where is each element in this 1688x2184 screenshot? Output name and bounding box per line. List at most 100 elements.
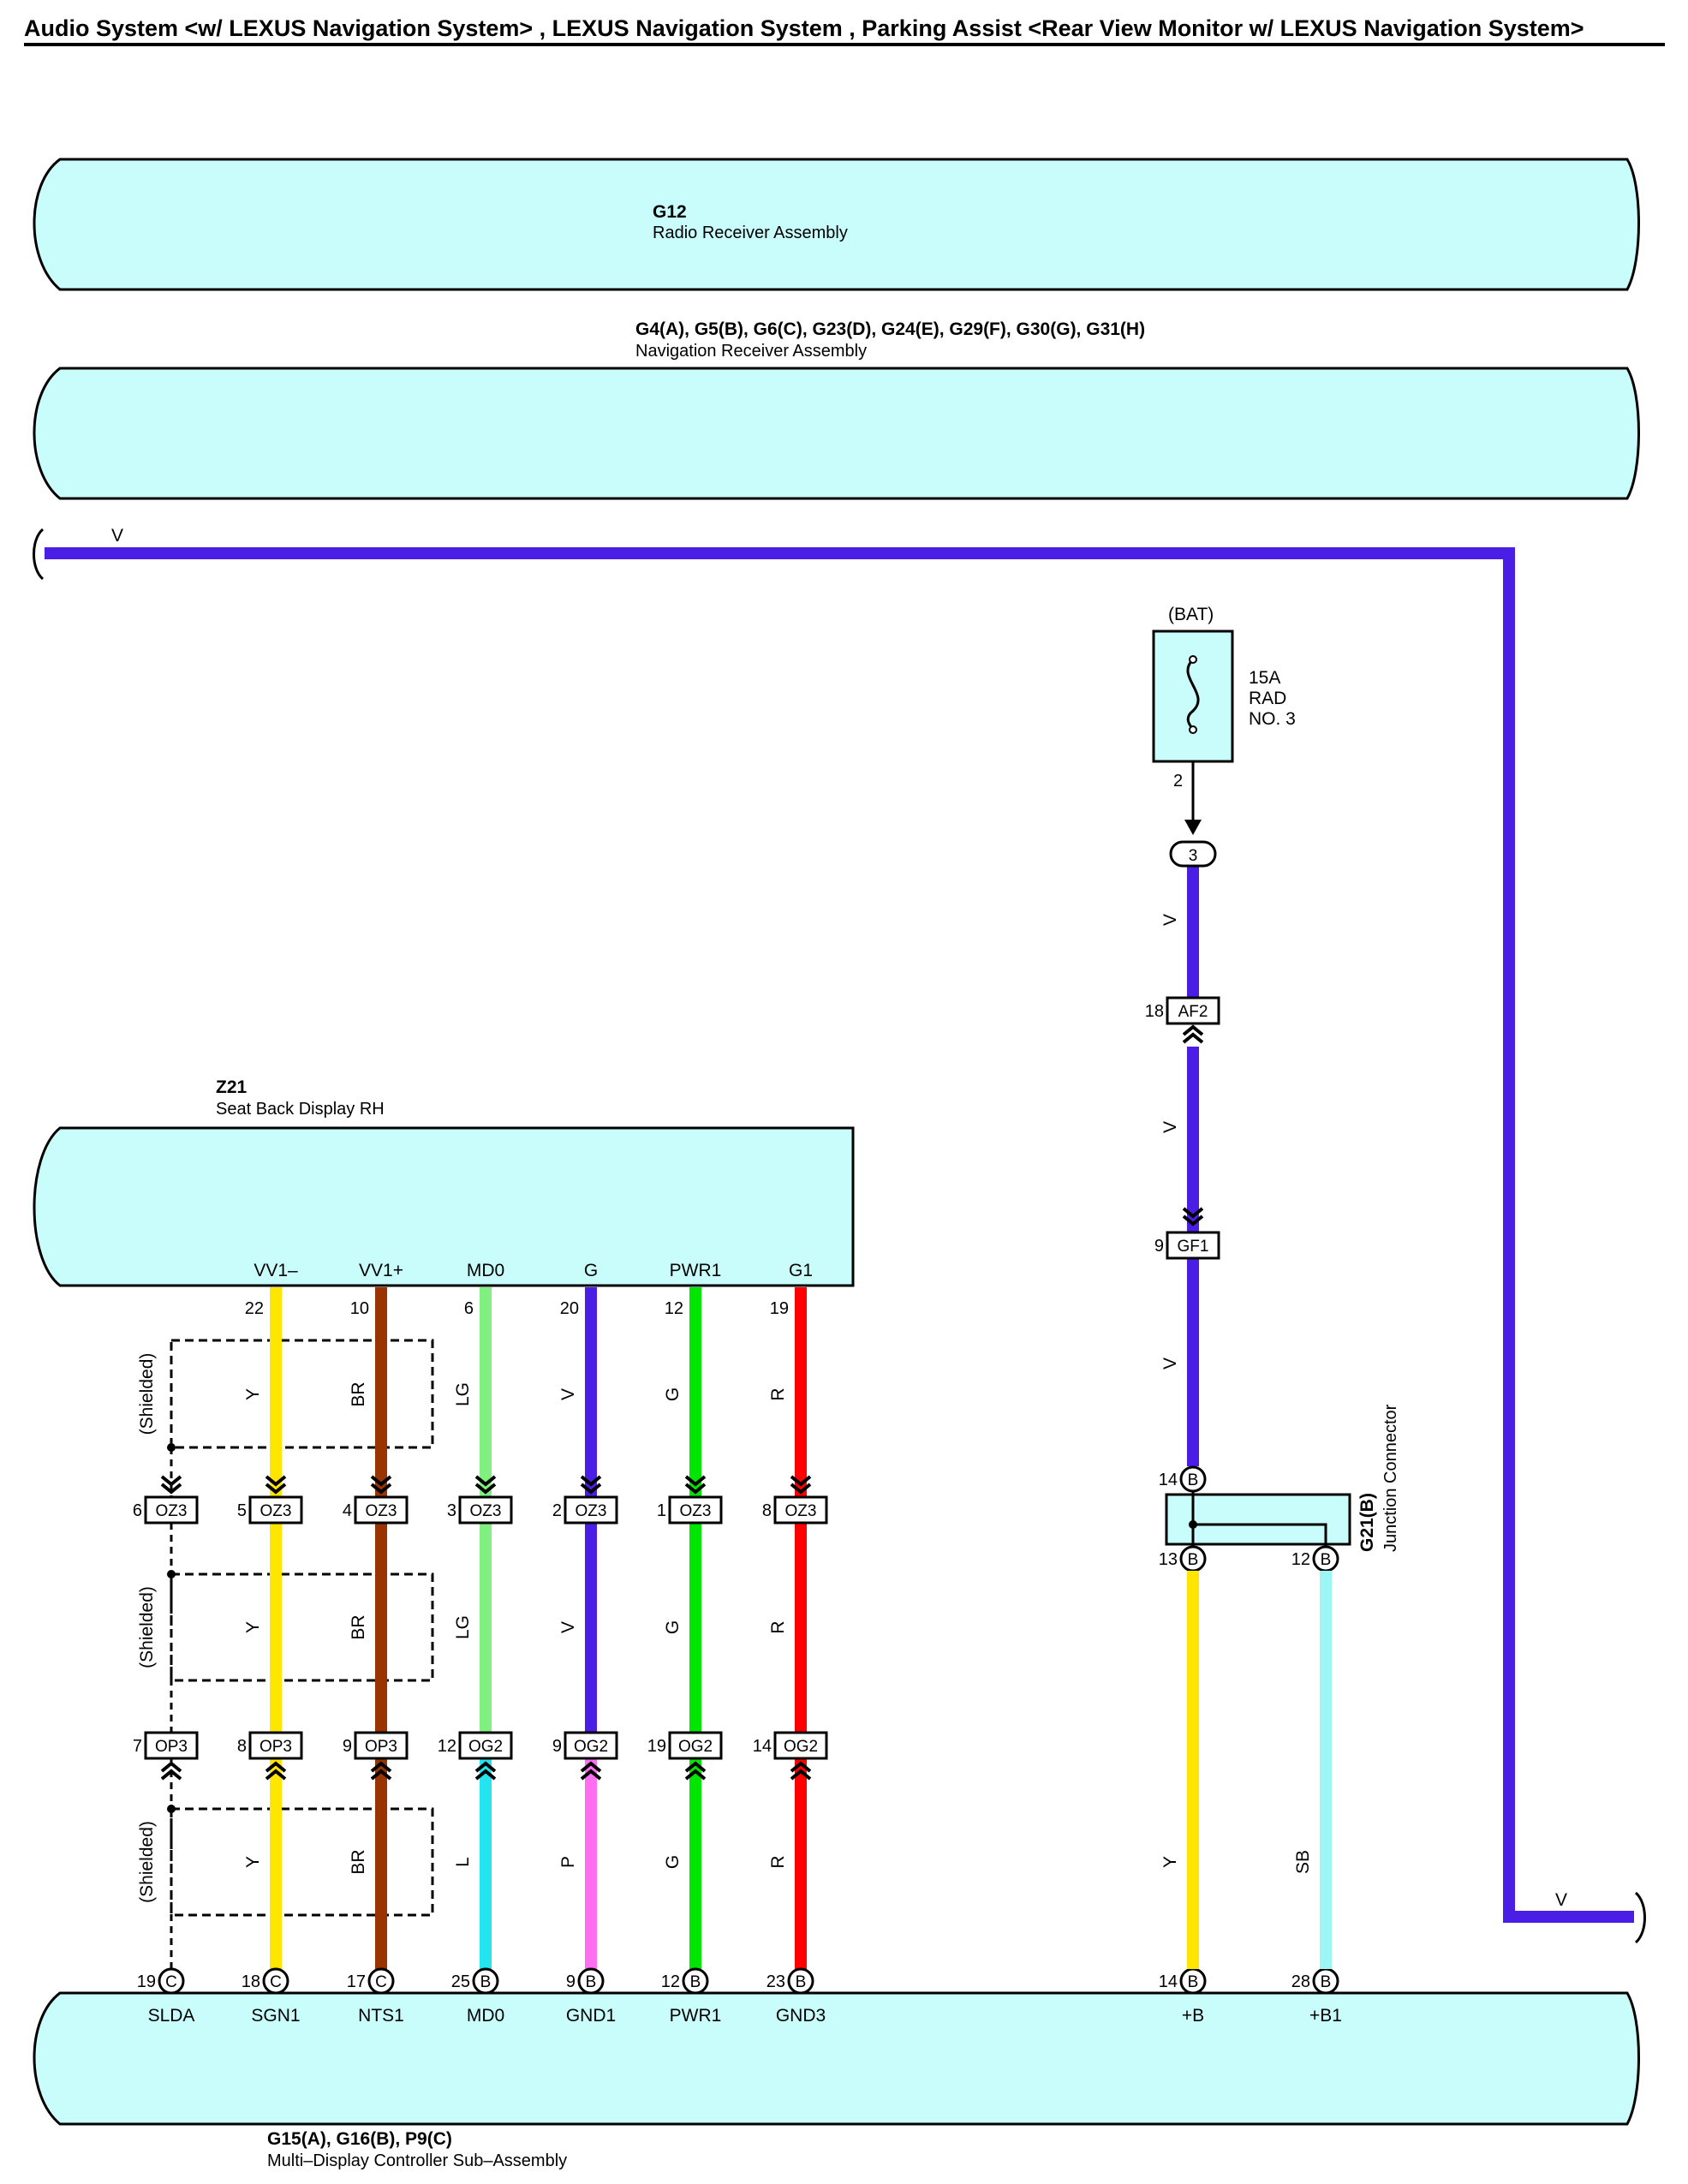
- mdc-terminal-1-pin: 18: [242, 1972, 260, 1991]
- nav-ref: G4(A), G5(B), G6(C), G23(D), G24(E), G29…: [635, 319, 1145, 339]
- oz3-arrow-3: [474, 1475, 497, 1495]
- mid-3-pin: 12: [438, 1737, 456, 1756]
- wire-color-1-4: V: [558, 1388, 578, 1400]
- jc-node: [1189, 1520, 1197, 1529]
- fuse-rating: 15A: [1249, 668, 1280, 688]
- g12-ref: G12: [653, 202, 687, 222]
- wire-break-right: [1634, 1891, 1646, 1944]
- diagram-title: Audio System <w/ LEXUS Navigation System…: [24, 15, 1584, 41]
- z21-terminal-pin-1: 22: [245, 1299, 264, 1318]
- mid-2-conn: OP3: [365, 1738, 397, 1756]
- jc-out1-conn: B: [1188, 1551, 1199, 1569]
- shield-box-2: [170, 1572, 434, 1682]
- mid-6-conn: OG2: [784, 1738, 818, 1756]
- shield-label-3: (Shielded): [137, 1821, 157, 1903]
- oz3-3-pin: 3: [447, 1501, 456, 1520]
- mid-0-pin: 7: [133, 1737, 142, 1756]
- wire-color-3-2: BR: [349, 1849, 368, 1874]
- wire-break-left: [33, 528, 45, 581]
- oz3-0-conn: OZ3: [156, 1502, 188, 1520]
- mdc-terminal-4-circle: [577, 1967, 605, 1995]
- splice-3: [1169, 840, 1217, 868]
- oz3-2-conn: OZ3: [366, 1502, 397, 1520]
- fuse-terminal-bottom: [1189, 725, 1197, 734]
- oz3-0-box: [144, 1495, 199, 1525]
- mdc-ref: G15(A), G16(B), P9(C): [267, 2129, 452, 2149]
- mdc-terminal-5-conn: B: [690, 1973, 701, 1991]
- mdc-terminal-3-conn: B: [480, 1973, 492, 1991]
- z21-name: Seat Back Display RH: [216, 1100, 385, 1119]
- wire-color-2-4: V: [558, 1621, 578, 1633]
- oz3-arrow-1: [265, 1475, 287, 1495]
- oz3-1-conn: OZ3: [260, 1502, 292, 1520]
- nav-name: Navigation Receiver Assembly: [635, 342, 867, 361]
- mdc-terminal-name-7: +B: [1182, 2006, 1204, 2026]
- mid-0-box: [144, 1731, 199, 1760]
- power-color-y: Y: [1160, 1856, 1180, 1868]
- wire-color-3-3: L: [453, 1857, 473, 1867]
- mdc-terminal-6-circle: [787, 1967, 814, 1995]
- mdc-terminal-0-circle: [158, 1967, 185, 1995]
- wire-color-2-1: Y: [243, 1621, 263, 1633]
- fuse-terminal-top: [1189, 655, 1197, 664]
- oz3-2-pin: 4: [343, 1501, 352, 1520]
- mid-4-pin: 9: [552, 1737, 562, 1756]
- oz3-4-box: [564, 1495, 618, 1525]
- mdc-terminal-2-conn: C: [375, 1973, 387, 1991]
- oz3-4-conn: OZ3: [576, 1502, 607, 1520]
- wire-color-2-2: BR: [349, 1614, 368, 1639]
- v-loop-label-top: V: [111, 526, 123, 546]
- oz3-5-box: [668, 1495, 723, 1525]
- gf1-box: [1166, 1231, 1220, 1260]
- mid-5-conn: OG2: [678, 1738, 713, 1756]
- mdc-terminal-4-pin: 9: [566, 1972, 576, 1991]
- mdc-terminal-name-0: SLDA: [148, 2006, 195, 2026]
- mdc-terminal-name-5: PWR1: [670, 2006, 722, 2026]
- mdc-terminal-name-6: GND3: [776, 2006, 826, 2026]
- mdc-terminal-2-circle: [367, 1967, 395, 1995]
- wire-color-2-5: G: [663, 1620, 683, 1634]
- wire-color-3-6: R: [768, 1855, 788, 1868]
- mdc-terminal-name-8: +B1: [1309, 2006, 1342, 2026]
- af2-pin: 18: [1145, 1002, 1164, 1021]
- oz3-2-box: [354, 1495, 409, 1525]
- shield-box-1: [170, 1339, 434, 1449]
- jc-out2-conn: B: [1321, 1551, 1332, 1569]
- mdc-terminal-0-pin: 19: [137, 1972, 156, 1991]
- mid-6-box: [773, 1731, 828, 1760]
- mid-5-box: [668, 1731, 723, 1760]
- z21-terminal-name-2: VV1+: [359, 1261, 403, 1280]
- mid-1-box: [248, 1731, 303, 1760]
- wire-color-1-1: Y: [243, 1388, 263, 1400]
- shield-junction-3: [167, 1805, 176, 1813]
- z21-ref: Z21: [216, 1077, 248, 1097]
- mid-3-box: [458, 1731, 513, 1760]
- mdc-terminal-3-circle: [472, 1967, 499, 1995]
- fuse-arrow: [1184, 820, 1202, 835]
- oz3-arrow-0: [160, 1475, 182, 1495]
- power-color-3: V: [1160, 1358, 1180, 1369]
- mdc-terminal-7-pin: 14: [1159, 1972, 1178, 1991]
- jc-out1-pin: 13: [1159, 1550, 1178, 1569]
- jc-box: [1165, 1493, 1351, 1546]
- mdc-terminal-3-pin: 25: [451, 1972, 470, 1991]
- oz3-arrow-4: [580, 1475, 602, 1495]
- jc-in-pin: 14: [1159, 1471, 1178, 1489]
- mid-4-box: [564, 1731, 618, 1760]
- mdc-terminal-name-2: NTS1: [358, 2006, 404, 2026]
- mdc-terminal-5-pin: 12: [661, 1972, 680, 1991]
- z21-terminal-name-4: G: [584, 1261, 598, 1280]
- oz3-arrow-2: [370, 1475, 392, 1495]
- fuse-name-1: RAD: [1249, 689, 1286, 708]
- power-color-sb: SB: [1293, 1850, 1313, 1874]
- z21-terminal-pin-5: 12: [665, 1299, 683, 1318]
- z21-terminal-pin-4: 20: [560, 1299, 579, 1318]
- oz3-6-conn: OZ3: [785, 1502, 817, 1520]
- mdc-terminal-7-conn: B: [1188, 1973, 1199, 1991]
- mdc-terminal-6-pin: 23: [766, 1972, 785, 1991]
- oz3-1-box: [248, 1495, 303, 1525]
- gf1-pin: 9: [1154, 1237, 1164, 1256]
- mid-1-pin: 8: [237, 1737, 247, 1756]
- mid-arrow-5: [684, 1761, 707, 1781]
- mid-6-pin: 14: [753, 1737, 772, 1756]
